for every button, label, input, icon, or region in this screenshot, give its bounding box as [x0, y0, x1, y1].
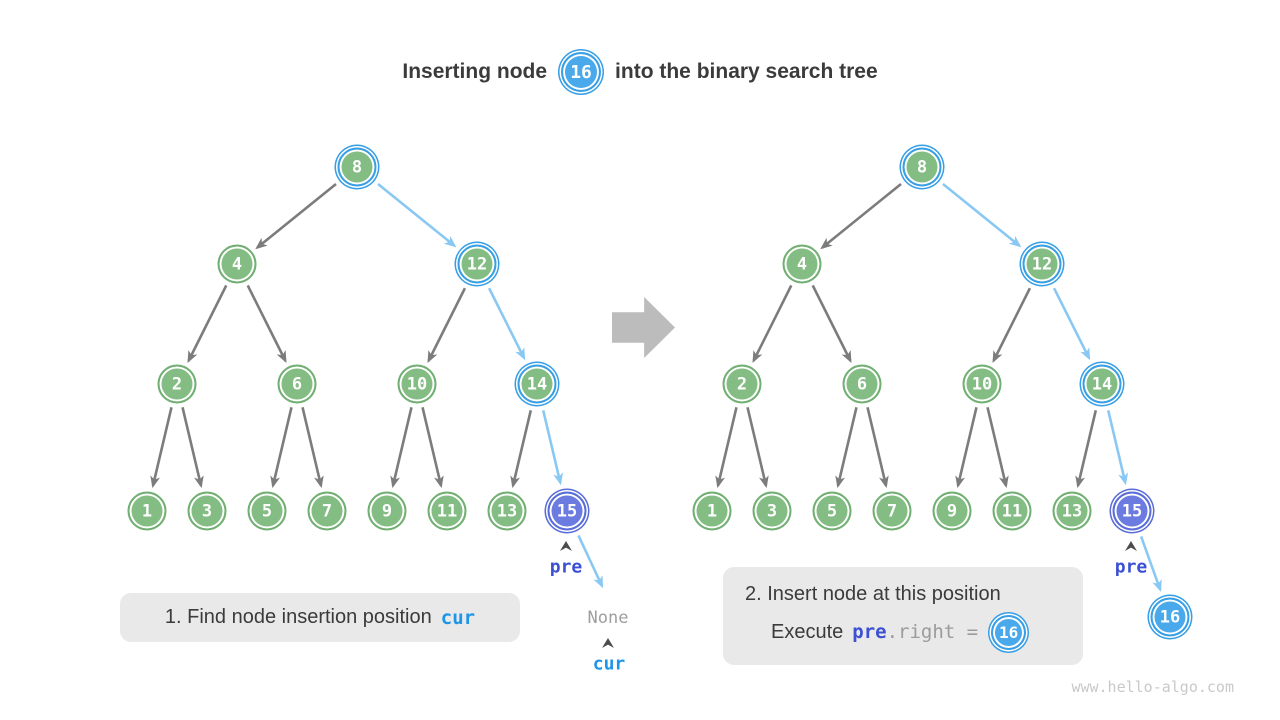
edge-right-8-12	[942, 182, 1022, 248]
tree-node-left-4: 4	[217, 244, 257, 284]
up-caret-icon	[602, 638, 614, 648]
tree-node-left-12: 12	[457, 244, 497, 284]
title-node-16: 16	[561, 52, 602, 92]
edge-right-14-13	[1075, 409, 1098, 489]
edge-left-12-14	[487, 287, 526, 361]
edge-left-10-11	[421, 407, 444, 489]
tree-node-left-7: 7	[307, 491, 347, 531]
step2-right-code: .right =	[886, 621, 979, 643]
title-text-prefix: Inserting node	[402, 60, 548, 83]
edge-right-6-5	[835, 407, 858, 489]
tree-node-right-15: 15	[1112, 491, 1152, 531]
step1-caption: 1. Find node insertion position cur	[120, 593, 520, 642]
tree-node-left-14: 14	[517, 364, 557, 404]
tree-node-right-5: 5	[812, 491, 852, 531]
edge-right-2-3	[746, 407, 769, 489]
none-label-left: None	[587, 608, 629, 628]
tree-node-right-6: 6	[842, 364, 882, 404]
edge-right-14-15	[1106, 409, 1129, 486]
tree-node-right-16: 16	[1150, 597, 1190, 637]
edge-right-10-9	[955, 407, 978, 489]
edge-right-4-6	[811, 284, 852, 363]
step2-caption: 2. Insert node at this position Execute …	[723, 567, 1083, 665]
pre-label-right: pre	[1114, 556, 1148, 578]
edge-right-4-2	[752, 284, 793, 363]
edge-right-6-7	[866, 407, 889, 489]
tree-node-left-13: 13	[487, 491, 527, 531]
edge-right-12-10	[992, 287, 1032, 363]
edge-left-2-3	[181, 407, 204, 489]
tree-node-left-10: 10	[397, 364, 437, 404]
tree-node-right-12: 12	[1022, 244, 1062, 284]
edge-left-6-5	[270, 407, 293, 489]
tree-node-right-3: 3	[752, 491, 792, 531]
tree-node-left-8: 8	[337, 147, 377, 187]
tree-node-right-4: 4	[782, 244, 822, 284]
edge-left-10-9	[390, 407, 413, 489]
up-caret-icon	[1125, 541, 1137, 551]
step2-caption-line2: Execute pre .right = 16	[771, 614, 1083, 650]
up-caret-icon	[560, 541, 572, 551]
edge-left-15-one	[577, 534, 604, 589]
tree-node-right-10: 10	[962, 364, 1002, 404]
tree-node-right-7: 7	[872, 491, 912, 531]
edge-left-8-12	[377, 182, 457, 248]
step2-execute-text: Execute	[771, 620, 844, 643]
edge-left-4-6	[246, 284, 287, 363]
edge-right-12-14	[1052, 287, 1091, 361]
edge-left-2-1	[150, 407, 173, 489]
edge-right-2-1	[715, 407, 738, 489]
step2-caption-line1: 2. Insert node at this position	[745, 582, 1001, 605]
cur-label-left: cur	[592, 653, 626, 675]
tree-node-right-2: 2	[722, 364, 762, 404]
tree-node-left-9: 9	[367, 491, 407, 531]
tree-node-right-8: 8	[902, 147, 942, 187]
watermark: www.hello-algo.com	[1071, 678, 1234, 696]
tree-node-left-2: 2	[157, 364, 197, 404]
title-node-value: 16	[570, 61, 592, 83]
edge-right-15-16	[1139, 535, 1162, 593]
tree-node-right-14: 14	[1082, 364, 1122, 404]
step2-node-value: 16	[998, 622, 1019, 642]
edge-left-8-4	[255, 182, 337, 250]
figure-title: Inserting node 16 into the binary search…	[0, 46, 1280, 98]
step2-pre-code: pre	[852, 621, 887, 643]
tree-node-right-13: 13	[1052, 491, 1092, 531]
tree-node-right-9: 9	[932, 491, 972, 531]
tree-node-left-1: 1	[127, 491, 167, 531]
title-text-suffix: into the binary search tree	[615, 60, 878, 83]
edge-left-6-7	[301, 407, 324, 489]
step1-cur-code: cur	[440, 606, 476, 629]
tree-node-left-15: 15	[547, 491, 587, 531]
edge-right-10-11	[986, 407, 1009, 489]
tree-node-left-11: 11	[427, 491, 467, 531]
step1-caption-text: 1. Find node insertion position	[164, 606, 432, 628]
edge-left-14-13	[510, 409, 533, 489]
step2-node-16: 16	[991, 614, 1027, 650]
edge-left-12-10	[427, 287, 467, 363]
edge-left-4-2	[187, 284, 228, 363]
tree-node-right-11: 11	[992, 491, 1032, 531]
tree-node-left-3: 3	[187, 491, 227, 531]
edge-right-8-4	[820, 182, 902, 250]
pre-label-left: pre	[549, 556, 583, 578]
tree-node-left-6: 6	[277, 364, 317, 404]
tree-node-left-5: 5	[247, 491, 287, 531]
tree-node-right-1: 1	[692, 491, 732, 531]
edge-left-14-15	[541, 409, 564, 486]
